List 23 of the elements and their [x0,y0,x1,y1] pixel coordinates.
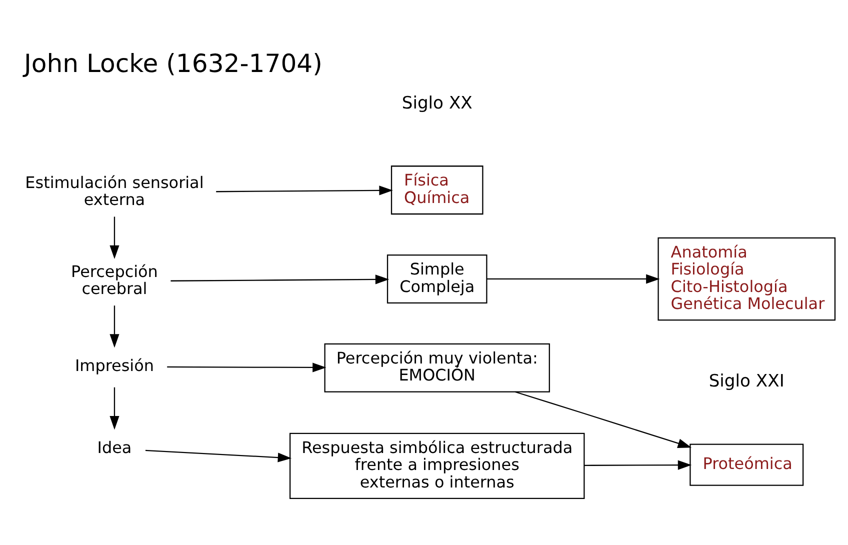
arrow [514,390,692,448]
arrow [110,386,120,430]
arrow [216,185,393,195]
node-box: Proteómica [690,443,804,486]
node-box: Percepción muy violenta: EMOCIÓN [324,342,550,392]
diagram-title: John Locke (1632-1704) [24,48,322,78]
arrow [110,305,120,348]
arrow [145,449,292,462]
arrow [167,362,326,372]
node-box: Física Química [390,165,484,214]
node-text: Impresión [74,355,154,374]
node-box: Anatomía Fisiología Cito-Histología Genética Molecular [658,236,836,320]
arrow [110,216,120,259]
arrow [486,274,660,284]
label: Siglo XXI [708,371,784,392]
node-box: Simple Compleja [386,254,488,303]
arrow [584,460,692,470]
node-text: Estimulación sensorial externa [25,172,204,209]
label: Siglo XX [402,93,472,114]
node-text: Idea [97,438,132,457]
arrow [170,274,390,284]
node-text: Percepción cerebral [71,261,158,298]
node-box: Respuesta simbólica estructurada frente a impresiones externas o internas [289,432,585,498]
